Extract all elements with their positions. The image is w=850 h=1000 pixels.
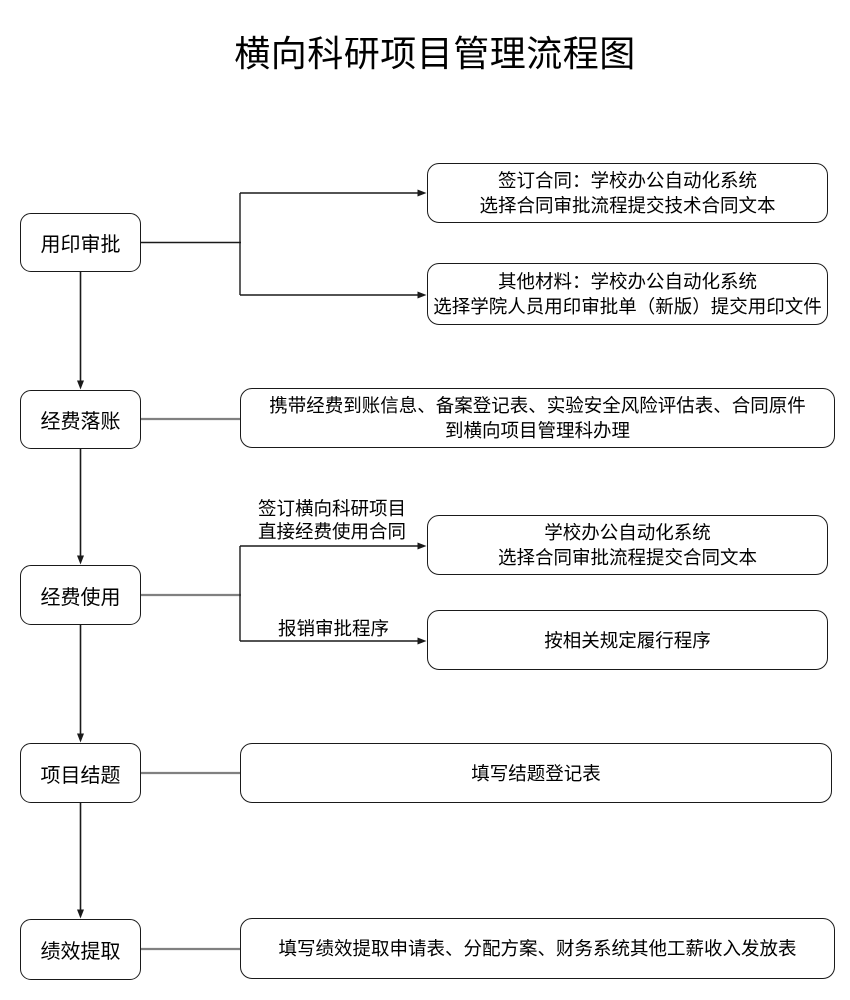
detail-line: 按相关规定履行程序 <box>544 629 711 651</box>
stage-label: 绩效提取 <box>40 941 121 963</box>
stage-label: 经费落账 <box>40 411 121 433</box>
branch-label-direct-contract: 签订横向科研项目 直接经费使用合同 <box>258 497 406 543</box>
branch-label-line: 签订横向科研项目 <box>258 498 407 519</box>
page-title: 横向科研项目管理流程图 <box>234 33 636 74</box>
detail-box-reimbursement-procedure: 按相关规定履行程序 <box>427 610 828 670</box>
detail-box-other-materials: 其他材料：学校办公自动化系统 选择学院人员用印审批单（新版）提交用印文件 <box>427 263 828 325</box>
detail-line: 选择合同审批流程提交技术合同文本 <box>479 195 776 216</box>
detail-line: 选择学院人员用印审批单（新版）提交用印文件 <box>433 296 822 317</box>
stage-label: 经费使用 <box>40 586 121 609</box>
detail-line: 填写结题登记表 <box>471 762 601 784</box>
detail-line: 携带经费到账信息、备案登记表、实验安全风险评估表、合同原件 <box>269 395 806 416</box>
detail-box-funds-arrival-info: 携带经费到账信息、备案登记表、实验安全风险评估表、合同原件 到横向项目管理科办理 <box>240 388 835 448</box>
detail-box-oa-contract: 学校办公自动化系统 选择合同审批流程提交合同文本 <box>427 515 828 575</box>
branch-label-reimbursement: 报销审批程序 <box>278 617 389 640</box>
stage-box-funds-arrival: 经费落账 <box>20 390 141 449</box>
stage-label: 项目结题 <box>40 764 121 787</box>
stage-label: 用印审批 <box>40 234 121 256</box>
detail-box-performance-forms: 填写绩效提取申请表、分配方案、财务系统其他工薪收入发放表 <box>240 918 835 979</box>
detail-box-sign-contract: 签订合同：学校办公自动化系统 选择合同审批流程提交技术合同文本 <box>427 163 828 223</box>
detail-line: 学校办公自动化系统 <box>544 522 711 543</box>
detail-line: 到横向项目管理科办理 <box>444 420 630 441</box>
branch-label-line: 直接经费使用合同 <box>258 521 407 542</box>
branch-label-line: 报销审批程序 <box>278 618 390 639</box>
stage-box-seal-approval: 用印审批 <box>20 213 141 272</box>
detail-line: 签订合同：学校办公自动化系统 <box>497 170 757 191</box>
detail-box-conclusion-form: 填写结题登记表 <box>240 743 832 803</box>
detail-line: 填写绩效提取申请表、分配方案、财务系统其他工薪收入发放表 <box>278 938 797 959</box>
stage-box-performance-withdrawal: 绩效提取 <box>20 919 141 980</box>
detail-line: 其他材料：学校办公自动化系统 <box>497 271 757 292</box>
stage-box-funds-usage: 经费使用 <box>20 565 141 625</box>
detail-line: 选择合同审批流程提交合同文本 <box>497 547 757 568</box>
stage-box-project-conclusion: 项目结题 <box>20 743 141 803</box>
